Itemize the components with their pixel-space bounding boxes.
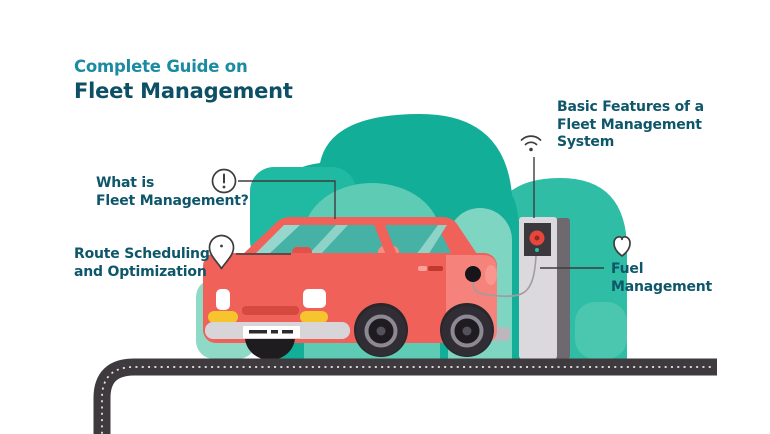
car-fuel-port bbox=[465, 266, 481, 282]
glass-highlight-front bbox=[254, 225, 300, 255]
glass-stripe-2 bbox=[416, 225, 447, 255]
car-door-handle bbox=[428, 266, 443, 271]
red-car bbox=[203, 217, 510, 360]
callout-line: What is bbox=[96, 175, 155, 191]
page-title: Complete Guide on Fleet Management bbox=[74, 57, 293, 103]
callout-line: Basic Features of a bbox=[557, 99, 704, 115]
callout-line: Fleet Management bbox=[557, 116, 702, 133]
wheel-left bbox=[356, 306, 406, 356]
plate-mark-1 bbox=[249, 330, 267, 334]
location-pin-icon bbox=[208, 234, 235, 270]
charging-cable bbox=[472, 255, 537, 298]
plate-mark-3 bbox=[282, 330, 293, 334]
wifi-icon bbox=[520, 135, 542, 152]
pin-outline bbox=[208, 234, 235, 270]
station-side-panel bbox=[556, 218, 570, 359]
road-surface bbox=[93, 358, 717, 434]
road-center-line bbox=[101, 366, 714, 434]
car-grille bbox=[242, 306, 299, 315]
wifi-dot bbox=[529, 147, 533, 152]
callout-line: and Optimization bbox=[74, 263, 207, 280]
exclamation-circle-icon bbox=[211, 168, 237, 194]
line-what-is bbox=[238, 180, 336, 219]
headlight-left bbox=[208, 311, 238, 323]
callout-line: Fleet Management? bbox=[96, 192, 249, 209]
callout-fuel-label: Fuel Management bbox=[611, 261, 712, 296]
callout-what-is-label: What is Fleet Management? bbox=[96, 175, 249, 210]
car-fuel-door bbox=[485, 265, 497, 285]
callout-basic-features-label: Basic Features of a Fleet Management Sys… bbox=[557, 99, 704, 152]
front-wheel-arch bbox=[245, 337, 295, 360]
headlight-strip-mid bbox=[303, 289, 326, 308]
wheel-right bbox=[442, 306, 492, 356]
hub bbox=[462, 326, 472, 336]
ev-charging-station bbox=[519, 217, 570, 359]
callout-line: Route Scheduling bbox=[74, 246, 210, 262]
bush-right-of-station bbox=[575, 302, 627, 359]
car-door-handle-light bbox=[418, 266, 427, 271]
callout-line: Fuel bbox=[611, 261, 644, 277]
callout-line: Management bbox=[611, 278, 713, 295]
station-indicator-dot bbox=[535, 248, 539, 252]
glass-stripe-1 bbox=[308, 225, 348, 255]
road bbox=[93, 358, 717, 434]
callout-line: System bbox=[557, 134, 615, 150]
hub bbox=[376, 326, 386, 336]
callout-lines bbox=[236, 157, 604, 269]
exclamation-dot bbox=[222, 185, 226, 189]
pin-dot bbox=[220, 244, 223, 248]
title-main: Fleet Management bbox=[74, 79, 293, 103]
title-subtitle: Complete Guide on bbox=[74, 57, 248, 76]
heart-icon bbox=[613, 235, 631, 257]
car-body bbox=[203, 253, 497, 343]
wifi-arc-outer bbox=[520, 135, 542, 141]
wifi-arc-inner bbox=[524, 141, 538, 146]
station-button-center bbox=[534, 235, 540, 241]
car-b-pillar bbox=[374, 225, 397, 255]
plate-mark-2 bbox=[271, 330, 278, 334]
headlight-strip-left bbox=[216, 289, 230, 310]
headlight-right bbox=[300, 311, 328, 323]
callout-route-label: Route Scheduling and Optimization bbox=[74, 246, 210, 281]
